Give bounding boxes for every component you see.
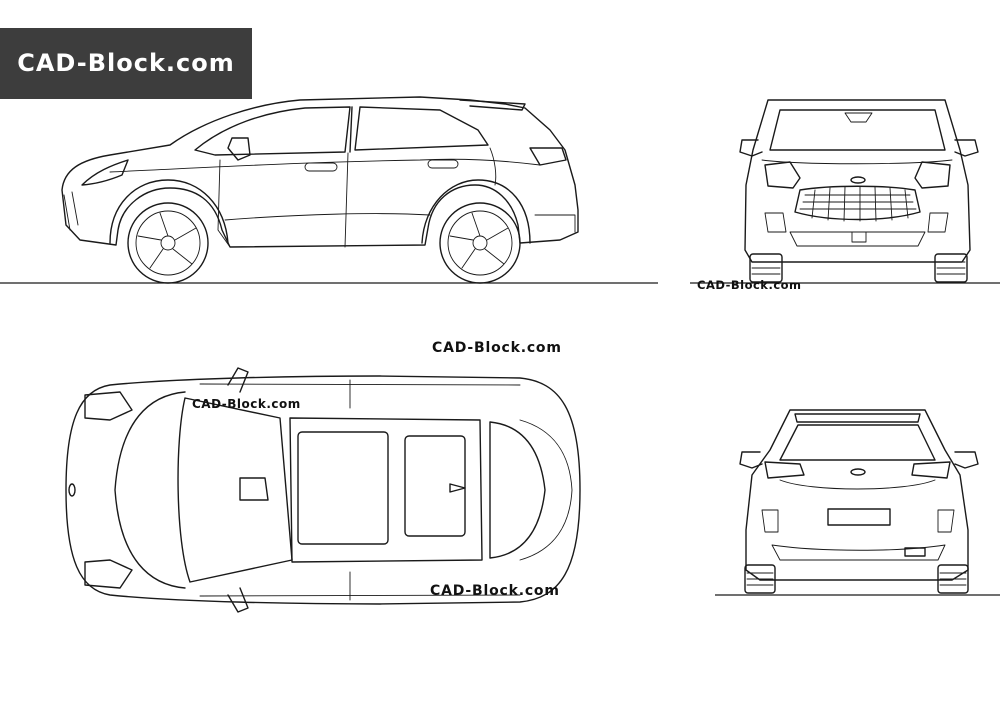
front-foglight-left xyxy=(764,212,787,233)
top-sunroof-front xyxy=(297,431,389,545)
rear-spoiler xyxy=(794,413,921,423)
rear-tailgate xyxy=(779,479,936,490)
side-headlight xyxy=(81,159,129,186)
side-door-line-front xyxy=(217,159,231,248)
top-headlight-left xyxy=(84,391,133,421)
side-door-line-rear xyxy=(489,147,497,186)
top-hood xyxy=(114,391,186,589)
front-mirror-housing xyxy=(844,112,873,123)
front-tire-right xyxy=(934,253,968,283)
side-window-rear xyxy=(354,106,489,151)
side-front-wheel xyxy=(127,202,209,284)
top-badge xyxy=(68,483,76,497)
rear-mirror-right xyxy=(954,451,979,469)
rear-plate xyxy=(827,508,891,526)
rear-body-outline xyxy=(745,409,969,581)
side-front-arch xyxy=(109,179,229,244)
front-mirror-left xyxy=(739,139,763,157)
front-badge xyxy=(850,176,866,184)
front-grille xyxy=(794,185,921,221)
rear-window xyxy=(779,424,936,461)
front-mirror-right xyxy=(954,139,979,157)
rear-view xyxy=(715,409,1000,596)
rear-mirror-left xyxy=(739,451,763,469)
top-rear-spoiler xyxy=(519,419,573,561)
side-shoulder-line xyxy=(109,158,541,173)
top-mirror-left xyxy=(227,367,249,393)
top-view xyxy=(65,367,581,613)
rear-tire-right xyxy=(937,564,969,594)
front-body-outline xyxy=(744,99,971,263)
rear-exhaust xyxy=(904,547,926,557)
side-taillight xyxy=(529,147,567,166)
top-rearview-mirror xyxy=(239,477,269,501)
top-body-outline xyxy=(65,375,581,605)
rear-tire-left xyxy=(744,564,776,594)
logo-badge: CAD-Block.com xyxy=(0,28,252,99)
side-body-outline xyxy=(61,96,579,248)
side-rear-bumper xyxy=(534,214,576,233)
front-foglight-right xyxy=(927,212,949,233)
front-view xyxy=(690,99,1000,284)
rear-diffuser xyxy=(771,544,946,561)
top-headlight-right xyxy=(84,559,133,589)
top-side-line-left xyxy=(199,383,521,386)
side-door-line-mid xyxy=(344,152,349,248)
rear-taillight-right xyxy=(911,461,951,479)
side-roof-spoiler xyxy=(459,99,526,111)
top-sunroof-rear xyxy=(404,435,466,537)
side-view xyxy=(0,96,658,284)
watermark-bottom: CAD-Block.com xyxy=(430,583,560,599)
side-door-handle-front xyxy=(304,162,338,172)
front-plate xyxy=(851,231,867,243)
side-lower-line xyxy=(224,213,431,221)
front-headlight-left xyxy=(764,161,801,189)
top-roof xyxy=(289,417,483,563)
front-windshield xyxy=(769,109,946,151)
top-mirror-right xyxy=(227,587,249,613)
watermark-top-inner: CAD-Block.com xyxy=(192,397,301,411)
logo-text: CAD-Block.com xyxy=(17,49,235,77)
rear-reflector-left xyxy=(761,509,779,533)
front-lower-intake xyxy=(789,231,926,247)
watermark-front: CAD-Block.com xyxy=(697,278,802,292)
side-front-grille xyxy=(63,191,79,231)
top-windshield xyxy=(177,397,293,583)
watermark-top-right: CAD-Block.com xyxy=(432,340,562,356)
side-door-handle-rear xyxy=(427,159,459,169)
front-headlight-right xyxy=(914,161,951,189)
side-rear-wheel xyxy=(439,202,521,284)
side-rear-arch xyxy=(421,179,531,244)
top-side-line-right xyxy=(199,594,521,597)
front-hood-line xyxy=(761,159,953,165)
front-tire-left xyxy=(749,253,783,283)
rear-badge xyxy=(850,468,866,476)
side-window-front xyxy=(194,106,351,156)
rear-reflector-right xyxy=(937,509,955,533)
rear-taillight-left xyxy=(764,461,805,479)
top-rear-window xyxy=(489,421,546,559)
side-mirror xyxy=(227,137,251,161)
front-grille-mesh xyxy=(799,186,917,222)
top-antenna xyxy=(449,483,466,493)
